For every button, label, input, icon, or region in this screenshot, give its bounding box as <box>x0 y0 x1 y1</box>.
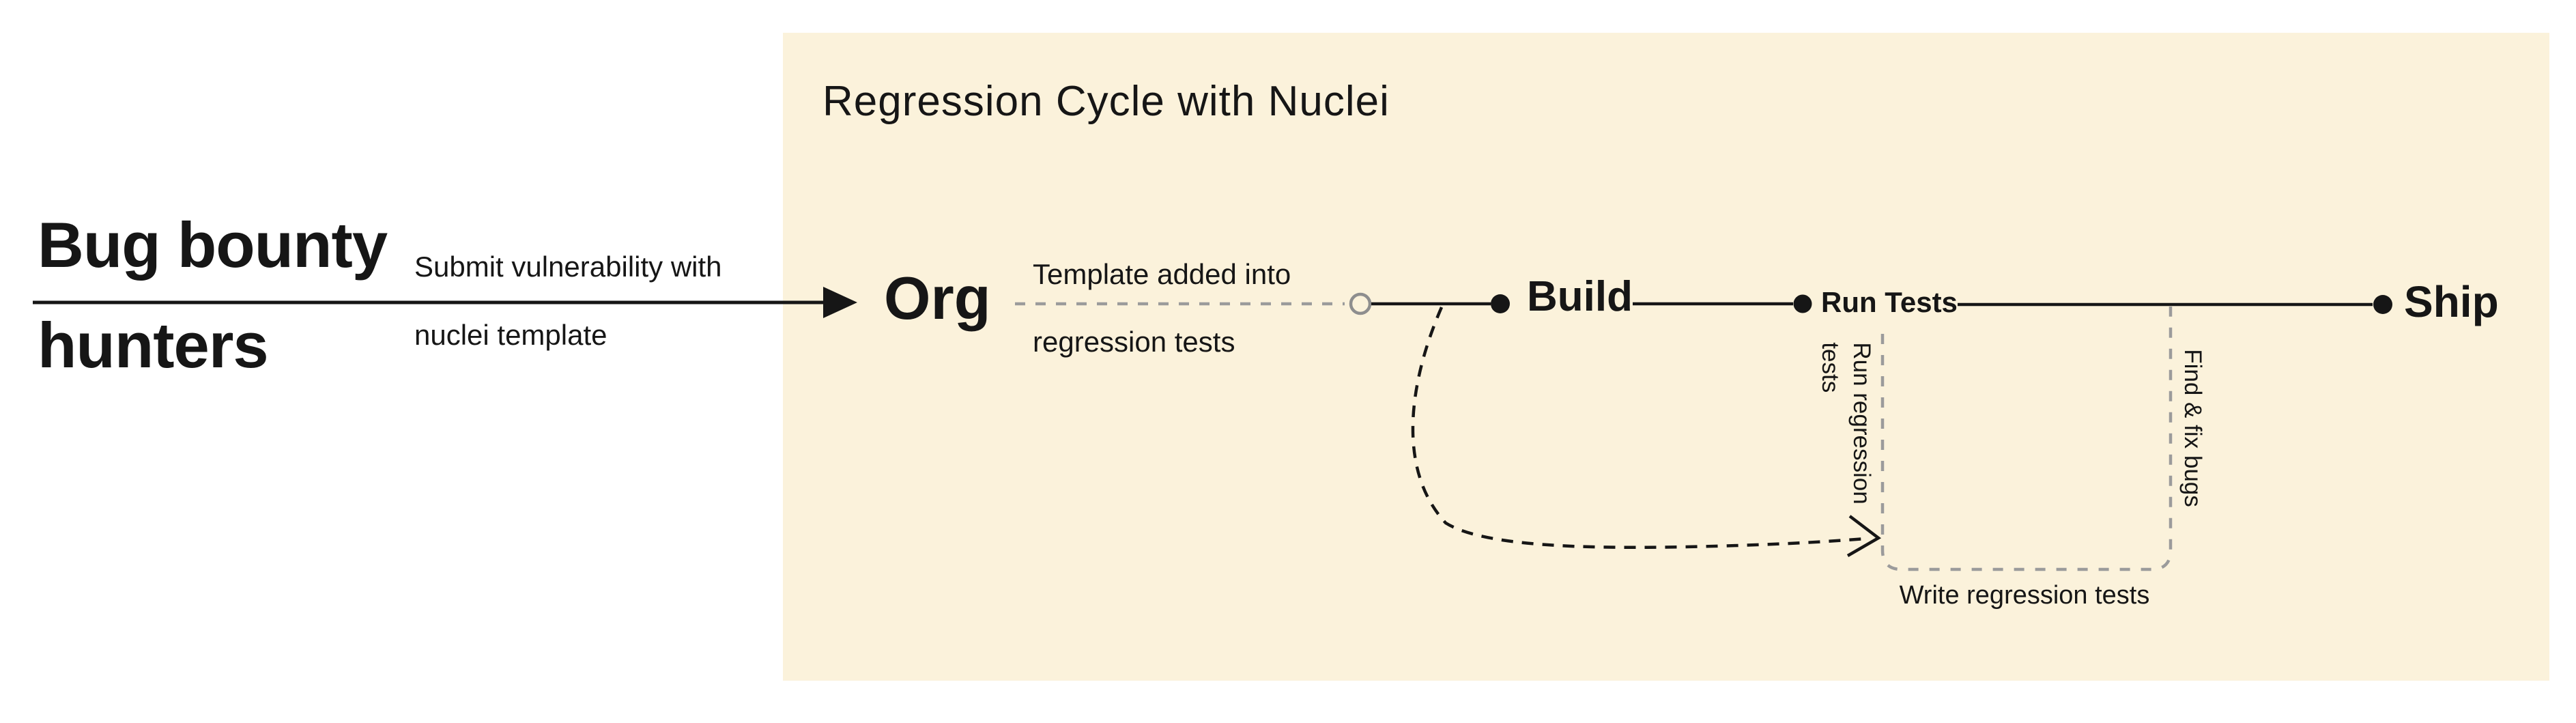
build-dot-icon <box>1491 294 1510 313</box>
submit-edge-label-line1: Submit vulnerability with <box>414 251 722 283</box>
submit-edge-label-line2: nuclei template <box>414 319 607 351</box>
node-org-label: Org <box>884 264 991 332</box>
node-run-tests-label: Run Tests <box>1821 286 1958 318</box>
regression-cycle-panel <box>783 33 2549 681</box>
submit-arrowhead-icon <box>823 287 857 318</box>
run-tests-dot-icon <box>1793 294 1812 313</box>
actor-label-line1: Bug bounty <box>38 209 388 281</box>
template-edge-label-line2: regression tests <box>1033 326 1235 358</box>
feedback-dashed-curve <box>1411 307 1866 550</box>
feedback-arrowhead-icon <box>1846 515 1882 557</box>
start-circle-icon <box>1349 292 1372 315</box>
write-tests-bracket <box>1880 307 2173 571</box>
node-build-label: Build <box>1527 273 1633 320</box>
node-ship-label: Ship <box>2404 277 2499 326</box>
template-edge-label-line1: Template added into <box>1033 258 1291 290</box>
actor-label-line2: hunters <box>38 309 269 381</box>
panel-title: Regression Cycle with Nuclei <box>822 78 1390 125</box>
ship-dot-icon <box>2373 295 2392 314</box>
write-regression-tests-label: Write regression tests <box>1899 581 2150 610</box>
